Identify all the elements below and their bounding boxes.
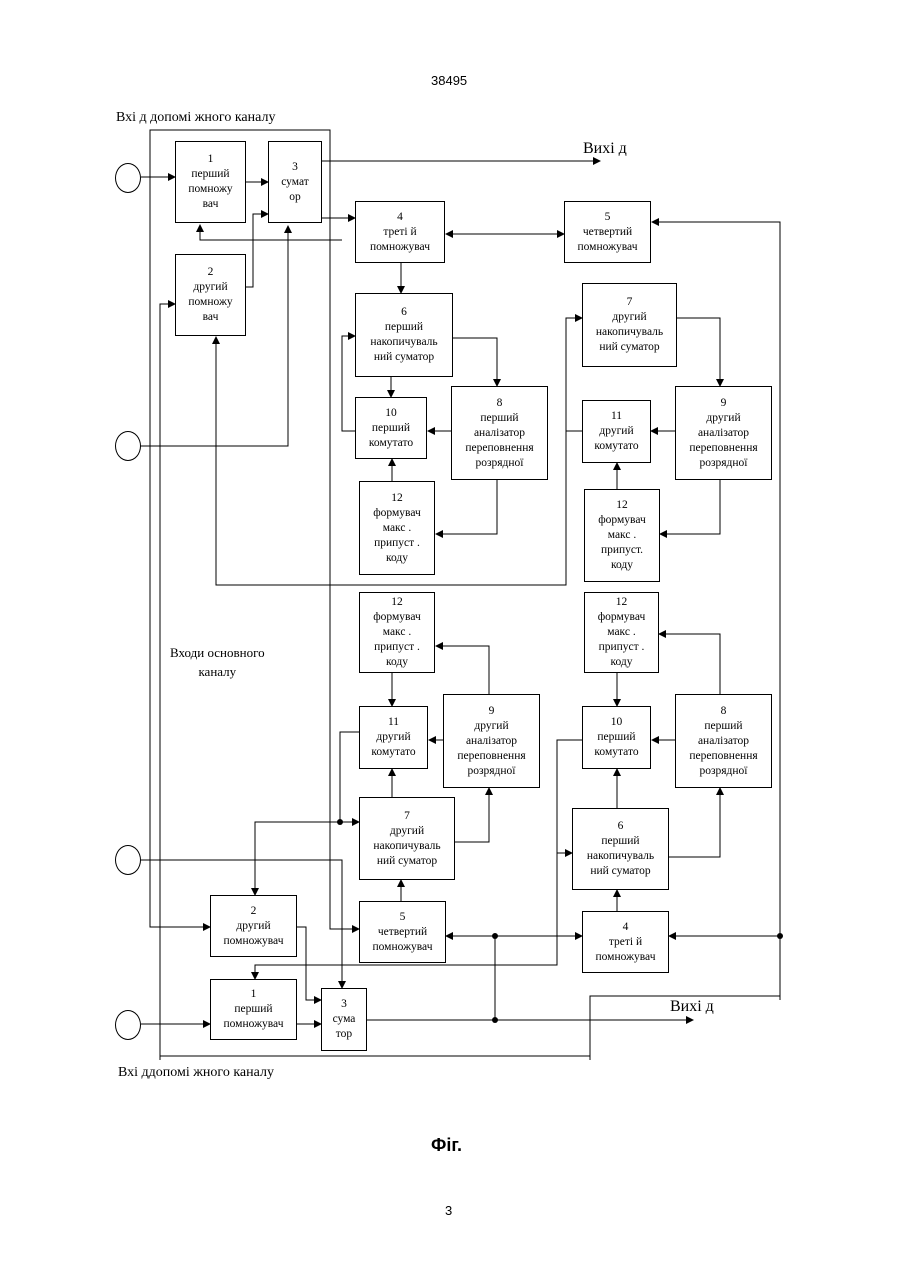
block-second-commutator-bottom: 11 другий комутато bbox=[359, 706, 428, 769]
block-first-commutator-bottom: 10 перший комутато bbox=[582, 706, 651, 769]
block-first-multiplier-bottom: 1 перший помножувач bbox=[210, 979, 297, 1040]
block-max-code-former-bottom-left: 12 формувач макс . припуст . коду bbox=[359, 592, 435, 673]
block-second-analyzer-bottom: 9 другий аналізатор переповнення розрядн… bbox=[443, 694, 540, 788]
block-first-analyzer-bottom: 8 перший аналізатор переповнення розрядн… bbox=[675, 694, 772, 788]
main-input-1-circle bbox=[115, 163, 141, 193]
main-input-3-circle bbox=[115, 845, 141, 875]
block-second-accumulator-top: 7 другий накопичуваль ний суматор bbox=[582, 283, 677, 367]
block-fourth-multiplier-bottom: 5 четвертий помножувач bbox=[359, 901, 446, 963]
block-max-code-former-top-left: 12 формувач макс . припуст . коду bbox=[359, 481, 435, 575]
block-third-multiplier-bottom: 4 треті й помножувач bbox=[582, 911, 669, 973]
block-first-commutator-top: 10 перший комутато bbox=[355, 397, 427, 459]
block-third-multiplier-top: 4 треті й помножувач bbox=[355, 201, 445, 263]
block-max-code-former-bottom-right: 12 формувач макс . припуст . коду bbox=[584, 592, 659, 673]
block-first-accumulator-bottom: 6 перший накопичуваль ний суматор bbox=[572, 808, 669, 890]
block-first-analyzer-top: 8 перший аналізатор переповнення розрядн… bbox=[451, 386, 548, 480]
block-first-multiplier-top: 1 перший помножу вач bbox=[175, 141, 246, 223]
main-input-4-circle bbox=[115, 1010, 141, 1040]
block-adder-bottom: 3 сума тор bbox=[321, 988, 367, 1051]
block-second-commutator-top: 11 другий комутато bbox=[582, 400, 651, 463]
block-max-code-former-top-right: 12 формувач макс . припуст. коду bbox=[584, 489, 660, 582]
block-second-multiplier-bottom: 2 другий помножувач bbox=[210, 895, 297, 957]
main-input-2-circle bbox=[115, 431, 141, 461]
block-adder-top: 3 сумат ор bbox=[268, 141, 322, 223]
figure-caption: Фіг. bbox=[431, 1135, 462, 1156]
block-fourth-multiplier-top: 5 четвертий помножувач bbox=[564, 201, 651, 263]
page-number: 3 bbox=[445, 1203, 452, 1218]
block-second-accumulator-bottom: 7 другий накопичуваль ний суматор bbox=[359, 797, 455, 880]
block-second-multiplier-top: 2 другий помножу вач bbox=[175, 254, 246, 336]
block-first-accumulator-top: 6 перший накопичуваль ний суматор bbox=[355, 293, 453, 377]
block-second-analyzer-top: 9 другий аналізатор переповнення розрядн… bbox=[675, 386, 772, 480]
